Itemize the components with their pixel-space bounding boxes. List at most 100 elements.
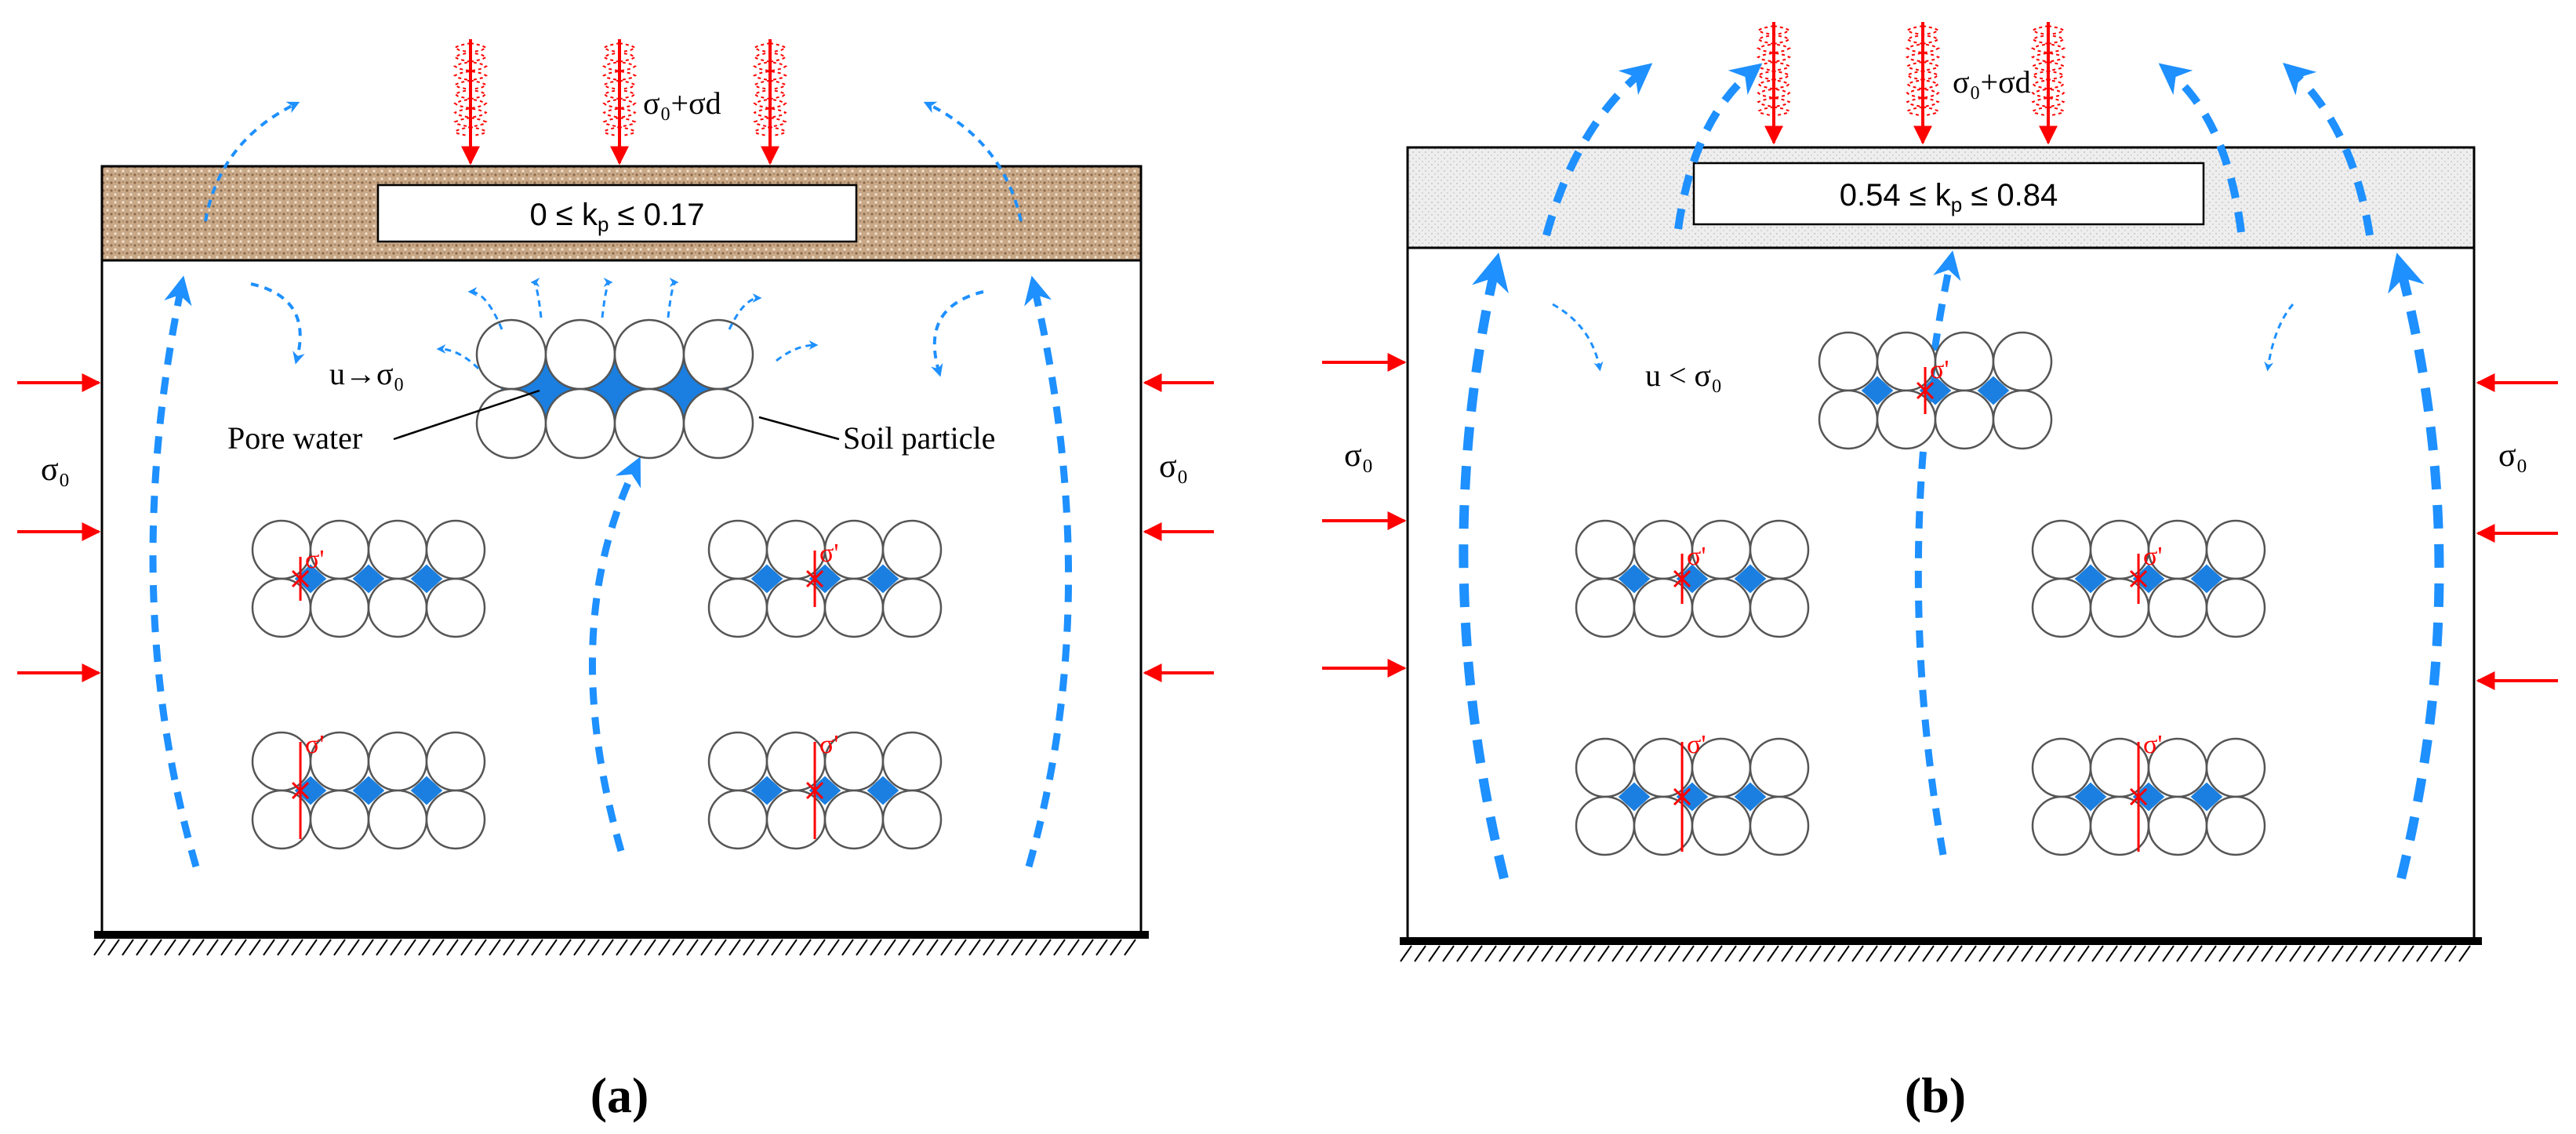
ground-hatch-line	[2049, 945, 2062, 962]
ground-hatch-line	[460, 939, 473, 956]
ground-hatch-line	[2063, 945, 2076, 962]
ground-hatch-line	[489, 939, 501, 956]
pore-water	[1981, 378, 2006, 403]
particle-cluster-a-low-left: σ'	[251, 730, 486, 850]
pore-water	[414, 778, 439, 803]
soil-particle	[1575, 737, 1636, 798]
ground-hatch-line	[841, 939, 854, 956]
ground-hatch-line	[404, 939, 416, 956]
ground-hatch-line	[1095, 939, 1108, 956]
effective-stress-cross	[291, 569, 310, 588]
return-arrow-right-a	[931, 290, 984, 377]
soil-particle	[2205, 795, 2266, 856]
ground-hatch-line	[1555, 945, 1568, 962]
ground-hatch-line	[983, 939, 995, 956]
ground-hatch-line	[940, 939, 953, 956]
ground-hatch-line	[2035, 945, 2047, 962]
soil-particle	[1749, 795, 1810, 856]
soil-particle	[707, 731, 768, 792]
ground-hatch-line	[1470, 945, 1483, 962]
ground-hatch-line	[799, 939, 812, 956]
ground-hatch-line	[1039, 939, 1052, 956]
ground-hatch-line	[2416, 945, 2429, 962]
soil-particle	[2031, 737, 2092, 798]
effective-stress-cross	[1673, 787, 1691, 806]
top-load-label-a: σ₀+σd	[643, 85, 721, 121]
ground-hatch-line	[954, 939, 967, 956]
soil-particle	[881, 789, 943, 850]
pore-pressure-label-a: u→σ₀	[329, 356, 405, 391]
ground-hatch-line	[2233, 945, 2245, 962]
ground-hatch-line	[2331, 945, 2344, 962]
ground-hatch-line	[1484, 945, 1497, 962]
pore-water	[812, 566, 837, 591]
ground-hatch-line	[164, 939, 176, 956]
ground-hatch-line	[616, 939, 628, 956]
soil-particle	[765, 519, 827, 580]
flow-arrows-b	[1459, 62, 2444, 880]
ground-hatch-line	[1414, 945, 1426, 962]
soil-particle	[823, 577, 885, 638]
ground-hatch-line	[1851, 945, 1864, 962]
ground-hatch-line	[912, 939, 925, 956]
soil-particle	[2147, 795, 2208, 856]
ground-hatch-line	[1541, 945, 1553, 962]
pore-water-escape-arrow	[601, 278, 613, 318]
ground-hatch-line	[1809, 945, 1822, 962]
soil-particle	[1575, 795, 1636, 856]
ground-hatch-line	[1682, 945, 1695, 962]
soil-particle	[251, 519, 312, 580]
soil-particle	[1992, 389, 2053, 450]
effective-stress-cross	[2129, 787, 2148, 806]
lateral-arrows-left-a	[17, 373, 101, 682]
ground-hatch-line	[2021, 945, 2033, 962]
flow-arrow-left-b	[1459, 252, 1509, 880]
pore-water	[2078, 784, 2103, 809]
soil-particle	[881, 731, 943, 792]
flow-arrow-center-b	[1914, 250, 1961, 856]
soil-particle	[613, 318, 685, 391]
flow-arrow-right-a	[1024, 275, 1072, 868]
effective-stress-label: σ'	[1687, 730, 1706, 759]
kp-box-a	[376, 184, 858, 243]
ground-hatch-line	[93, 939, 106, 956]
ground-hatch-line	[319, 939, 332, 956]
soil-particle	[251, 789, 312, 850]
pore-water-pointer	[393, 389, 540, 441]
escape-arrow-right-a	[923, 101, 1023, 222]
ground-hatch-line	[263, 939, 275, 956]
dynamic-load-wave	[452, 42, 489, 136]
soil-particle	[1691, 577, 1752, 638]
top-load-label-b: σ₀+σd	[1953, 64, 2031, 100]
lateral-label-right-b: σ₀	[2498, 438, 2527, 474]
pore-water	[1738, 784, 1763, 809]
ground-hatch-line	[291, 939, 303, 956]
soil-particle	[707, 519, 768, 580]
soil-particle	[1749, 519, 1810, 580]
soil-particle	[2205, 577, 2266, 638]
ground-hatch-line	[1866, 945, 1878, 962]
soil-particle	[881, 519, 943, 580]
ground-hatch-line	[2247, 945, 2259, 962]
soil-particle	[1749, 737, 1810, 798]
ground-hatch-line	[2091, 945, 2104, 962]
ground-hatch-line	[1696, 945, 1709, 962]
effective-stress-label: σ'	[305, 730, 324, 759]
soil-particle	[1749, 577, 1810, 638]
ground-hatch-line	[474, 939, 487, 956]
ground-hatch-line	[1053, 939, 1066, 956]
soil-particle	[367, 577, 428, 638]
soil-particle	[367, 519, 428, 580]
pore-water-escape-arrow	[436, 344, 480, 370]
ground-hatch-line	[1025, 939, 1037, 956]
particle-cluster-a-mid-left: σ'	[251, 519, 486, 638]
ground-hatch-line	[573, 939, 586, 956]
ground-hatch-line	[376, 939, 388, 956]
ground-hatch-line	[220, 939, 233, 956]
pore-water	[2194, 566, 2219, 591]
ground-hatch-line	[2458, 945, 2471, 962]
ground-hatch-line	[559, 939, 572, 956]
soil-particle	[613, 387, 685, 460]
ground-hatch-line	[898, 939, 910, 956]
effective-stress-label: σ'	[819, 539, 838, 568]
